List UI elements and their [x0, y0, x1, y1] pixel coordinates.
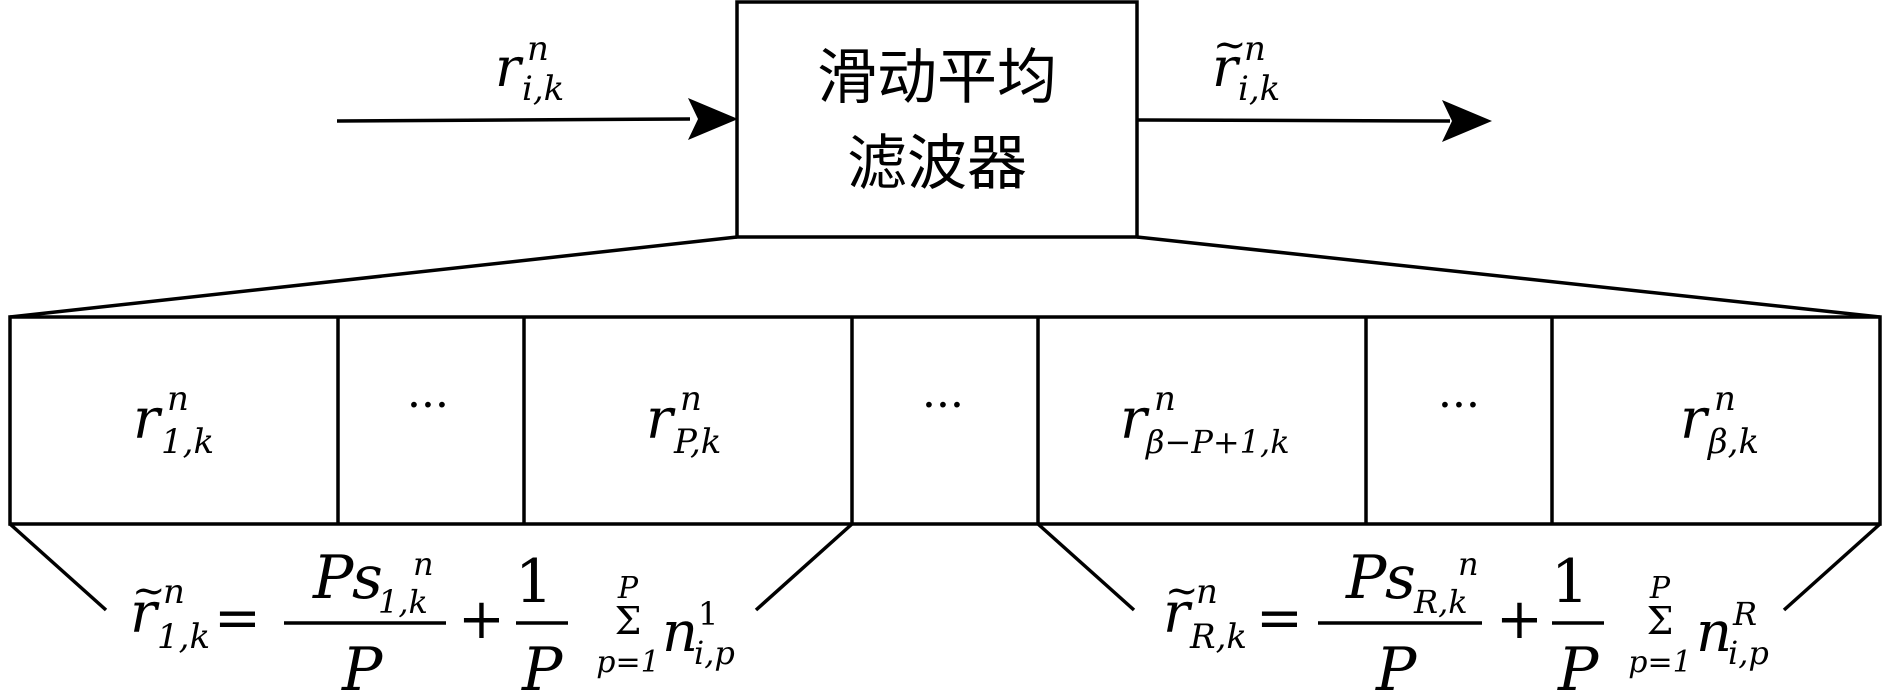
filter-box-line1: 滑动平均	[817, 43, 1057, 113]
input-arrow-line	[336, 117, 691, 123]
filter-box	[735, 0, 1139, 239]
expansion-line-right	[1136, 235, 1881, 319]
svg-text:~: ~	[132, 568, 166, 614]
svg-text:P: P	[341, 635, 384, 695]
svg-text:r: r	[646, 387, 676, 452]
svg-text:n: n	[1714, 379, 1736, 419]
svg-text:=: =	[214, 586, 261, 651]
svg-text:n: n	[1154, 379, 1176, 419]
buffer-cell-4-ellipsis: ···	[922, 380, 964, 431]
svg-text:n: n	[1458, 545, 1479, 583]
buffer-cell-3: r n P,k	[646, 379, 721, 462]
output-label: ~ r n i,k	[1212, 22, 1280, 109]
svg-text:1: 1	[515, 547, 553, 617]
buffer-dividers	[336, 317, 1554, 524]
svg-text:p=1: p=1	[596, 645, 659, 680]
svg-text:s: s	[352, 543, 383, 613]
svg-text:n: n	[163, 572, 185, 612]
svg-text:···: ···	[407, 380, 449, 431]
svg-text:s: s	[1385, 543, 1416, 613]
svg-text:r: r	[130, 581, 160, 646]
svg-text:1,k: 1,k	[157, 617, 210, 657]
buffer-array	[8, 315, 1882, 526]
svg-text:R: R	[1732, 595, 1757, 633]
svg-text:P: P	[521, 635, 564, 695]
svg-text:p=1: p=1	[1628, 645, 1691, 680]
svg-text:+: +	[1496, 587, 1543, 652]
svg-text:r: r	[1680, 387, 1710, 452]
svg-text:i,p: i,p	[1728, 634, 1769, 672]
buffer-cell-6-ellipsis: ···	[1438, 380, 1480, 431]
svg-text:=: =	[1256, 586, 1303, 651]
svg-text:r: r	[1120, 387, 1150, 452]
formula-right: ~ r n R,k = P s R,k n P + 1 P P Σ p=1 n …	[1163, 543, 1769, 695]
svg-text:n: n	[413, 545, 434, 583]
output-arrowhead	[1442, 100, 1492, 142]
svg-text:~: ~	[1213, 22, 1247, 68]
svg-text:R,k: R,k	[1189, 617, 1247, 657]
svg-text:R,k: R,k	[1413, 583, 1468, 621]
svg-text:Σ: Σ	[1647, 599, 1674, 643]
svg-text:r: r	[133, 387, 163, 452]
svg-text:n: n	[1196, 572, 1218, 612]
svg-text:P: P	[1345, 543, 1388, 613]
svg-text:r: r	[1163, 581, 1193, 646]
svg-text:P: P	[312, 543, 355, 613]
svg-text:n: n	[662, 600, 698, 665]
buffer-cell-1: r n 1,k	[133, 379, 214, 462]
buffer-cell-2-ellipsis: ···	[407, 380, 449, 431]
svg-text:···: ···	[1438, 380, 1480, 431]
svg-text:i,k: i,k	[522, 69, 564, 109]
svg-text:P: P	[1375, 635, 1418, 695]
svg-text:r: r	[495, 36, 524, 99]
svg-text:···: ···	[922, 380, 964, 431]
buffer-cell-7: r n β,k	[1680, 379, 1759, 462]
output-arrow-line	[1136, 118, 1451, 123]
svg-text:r: r	[1212, 36, 1241, 99]
svg-text:i,k: i,k	[1238, 69, 1280, 109]
svg-text:+: +	[458, 587, 505, 652]
bracket-lines	[8, 522, 1882, 612]
buffer-cell-5: r n β−P+1,k	[1120, 379, 1290, 461]
svg-text:P: P	[1649, 571, 1671, 606]
svg-text:1,k: 1,k	[378, 583, 428, 621]
svg-text:~: ~	[1165, 568, 1199, 614]
svg-text:β,k: β,k	[1706, 422, 1759, 462]
svg-text:n: n	[527, 29, 549, 69]
svg-text:P: P	[617, 571, 639, 606]
input-arrowhead	[688, 98, 738, 140]
svg-text:n: n	[1244, 29, 1266, 69]
svg-text:1,k: 1,k	[161, 422, 214, 462]
svg-text:P: P	[1557, 635, 1600, 695]
svg-text:n: n	[1696, 600, 1732, 665]
filter-box-line2: 滤波器	[847, 129, 1027, 199]
svg-text:1: 1	[1551, 547, 1589, 617]
svg-text:β−P+1,k: β−P+1,k	[1145, 423, 1290, 461]
svg-text:n: n	[680, 379, 702, 419]
expansion-line-left	[9, 235, 738, 319]
svg-text:P,k: P,k	[673, 422, 721, 462]
input-label: r n i,k	[495, 29, 564, 109]
svg-text:i,p: i,p	[694, 634, 735, 672]
svg-text:Σ: Σ	[615, 599, 642, 643]
svg-text:n: n	[167, 379, 189, 419]
formula-left: ~ r n 1,k = P s 1,k n P + 1 P P Σ p=1 n …	[130, 543, 735, 695]
svg-text:1: 1	[698, 595, 718, 633]
